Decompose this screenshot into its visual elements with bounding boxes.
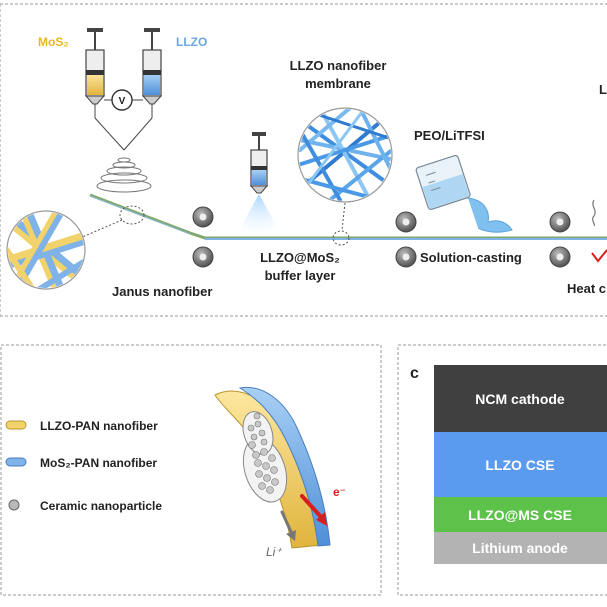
- legend-swatch-ceramic: [8, 499, 20, 511]
- layer-llzo-cse: [434, 432, 607, 497]
- panel-c-letter: c: [410, 365, 419, 382]
- legend-swatch-mos2: [5, 457, 27, 467]
- voltage-symbol: V: [119, 96, 126, 107]
- collector-belt: [89, 193, 607, 240]
- panel-c-frame: [397, 344, 607, 596]
- lithium-arrow: [280, 510, 296, 541]
- panel-c: c NCM cathode LLZO CSE LLZO@MS CSE Lithi…: [397, 344, 607, 596]
- layer-llzo-ms-cse: [434, 497, 607, 532]
- panel-a-frame: [0, 3, 607, 317]
- heat-label: Heat c: [567, 281, 606, 296]
- layer-ncm-cathode: [434, 365, 607, 432]
- layer-llzo-cse-label: LLZO CSE: [485, 457, 554, 473]
- layer-llzo-ms-cse-label: LLZO@MS CSE: [468, 507, 572, 523]
- electron-arrow: [300, 494, 327, 526]
- janus-nanofiber-label: Janus nanofiber: [112, 284, 212, 299]
- cut-label-top: L: [599, 82, 607, 97]
- electron-label: e⁻: [333, 485, 346, 499]
- heat-wave-icon: [591, 199, 596, 227]
- layer-ncm-cathode-label: NCM cathode: [475, 391, 565, 407]
- membrane-inset: [297, 107, 393, 246]
- legend: LLZO-PAN nanofiber MoS₂-PAN nanofiber Ce…: [5, 419, 162, 513]
- legend-label-ceramic: Ceramic nanoparticle: [40, 499, 162, 513]
- janus-nanofiber-inset: [6, 205, 145, 290]
- beaker-icon: [415, 154, 513, 233]
- spray-syringe-icon: [236, 132, 282, 236]
- peo-litfsi-label: PEO/LiTFSI: [414, 128, 485, 143]
- membrane-label-line1: LLZO nanofiber: [290, 58, 387, 73]
- legend-swatch-llzo: [5, 420, 27, 430]
- buffer-layer-label-line1: LLZO@MoS₂: [260, 250, 340, 265]
- voltage-source: V: [94, 89, 153, 151]
- panel-a: MoS₂ LLZO V: [0, 3, 607, 317]
- syringe-icon-left: [84, 28, 106, 105]
- battery-stack: NCM cathode LLZO CSE LLZO@MS CSE Lithium…: [434, 365, 607, 564]
- llzo-syringe-label: LLZO: [176, 35, 207, 49]
- heat-check-icon: [591, 249, 607, 263]
- membrane-label-line2: membrane: [305, 76, 371, 91]
- legend-label-llzo: LLZO-PAN nanofiber: [40, 419, 158, 433]
- legend-label-mos2: MoS₂-PAN nanofiber: [40, 456, 157, 470]
- panel-b: LLZO-PAN nanofiber MoS₂-PAN nanofiber Ce…: [0, 344, 382, 596]
- syringe-icon-right: [141, 28, 163, 105]
- solution-casting-label: Solution-casting: [420, 250, 522, 265]
- janus-fiber-illustration: [214, 386, 331, 549]
- roller-icons: [192, 206, 571, 268]
- panel-b-frame: [0, 344, 382, 596]
- buffer-layer-label-line2: buffer layer: [265, 268, 336, 283]
- electrospinning-jet: [96, 157, 152, 193]
- layer-lithium-anode-label: Lithium anode: [472, 540, 568, 556]
- layer-lithium-anode: [434, 532, 607, 564]
- lithium-label: Li⁺: [266, 545, 283, 559]
- mos2-syringe-label: MoS₂: [38, 35, 69, 49]
